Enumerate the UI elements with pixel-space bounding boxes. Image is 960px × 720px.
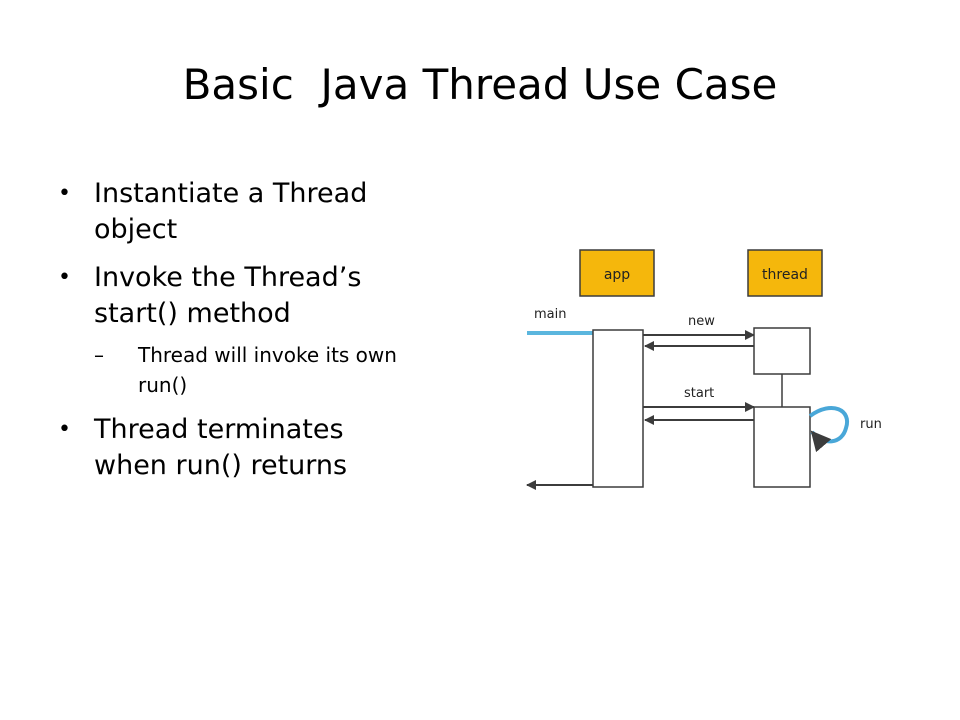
sub-bullet-marker: – bbox=[94, 343, 104, 367]
thread-object-box bbox=[753, 327, 811, 375]
sequence-diagram: app thread main new start run bbox=[526, 249, 882, 490]
thread-label: thread bbox=[762, 267, 808, 283]
main-label: main bbox=[534, 307, 566, 322]
bullet-item: • Thread terminates when run() returns bbox=[58, 412, 418, 484]
bullet-text: Invoke the Thread’s start() method bbox=[94, 262, 362, 329]
run-label: run bbox=[860, 417, 882, 432]
thread-activation-bar bbox=[753, 406, 811, 488]
new-label: new bbox=[688, 314, 715, 329]
bullet-item: • Instantiate a Thread object bbox=[58, 176, 418, 248]
run-loop-arrow bbox=[808, 406, 850, 453]
sub-bullet-text: Thread will invoke its own run() bbox=[138, 343, 397, 397]
bullet-text: Instantiate a Thread object bbox=[94, 178, 368, 245]
start-label: start bbox=[684, 386, 714, 401]
bullet-marker: • bbox=[58, 181, 71, 206]
bullet-marker: • bbox=[58, 265, 71, 290]
bullet-marker: • bbox=[58, 417, 71, 442]
bullet-list: • Instantiate a Thread object • Invoke t… bbox=[58, 176, 418, 496]
bullet-text: Thread terminates when run() returns bbox=[94, 414, 348, 481]
app-activation-bar bbox=[592, 329, 644, 488]
slide-title: Basic Java Thread Use Case bbox=[182, 60, 778, 109]
app-label: app bbox=[604, 267, 630, 283]
bullet-item: • Invoke the Thread’s start() method bbox=[58, 260, 418, 332]
sub-bullet-item: – Thread will invoke its own run() bbox=[94, 340, 418, 400]
app-box bbox=[579, 249, 655, 297]
thread-box bbox=[747, 249, 823, 297]
